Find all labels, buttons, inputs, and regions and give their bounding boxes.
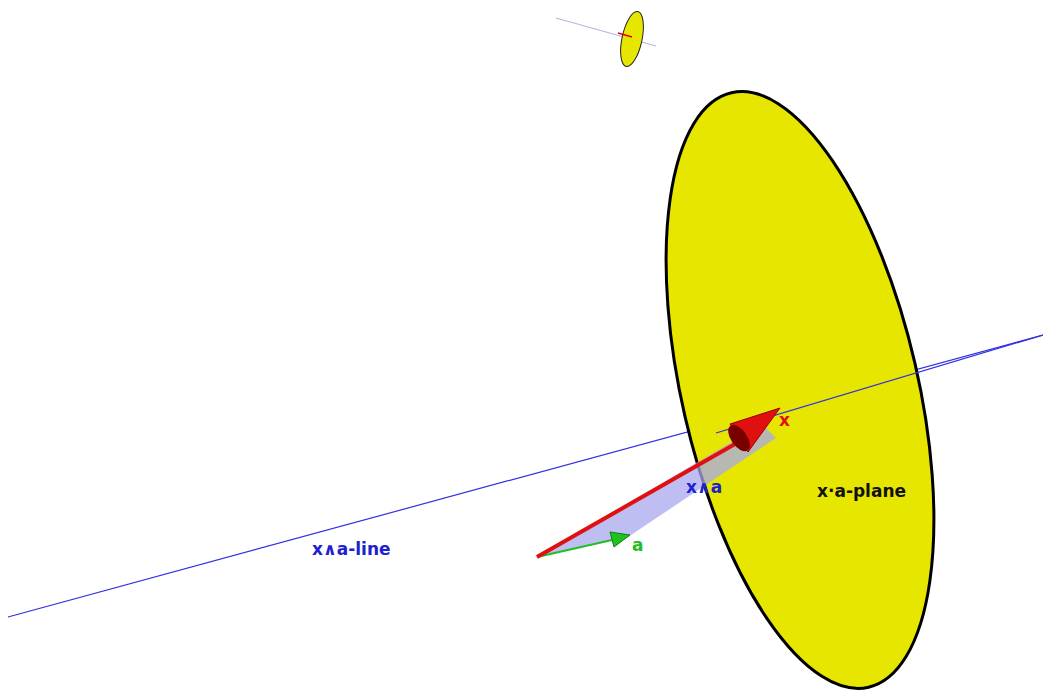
inset-vector — [618, 33, 632, 37]
vector-x-label: x — [779, 411, 790, 430]
plane-label: x·a-plane — [817, 482, 906, 501]
inset-plane — [616, 10, 647, 69]
vector-a-label: a — [632, 536, 643, 555]
vector-x-head-base — [724, 421, 754, 455]
line-label: x∧a-line — [312, 540, 391, 559]
plane-disc — [616, 66, 983, 691]
bivector-label: x∧a — [686, 478, 722, 497]
vector-x — [537, 440, 742, 557]
vector-a-head — [610, 532, 630, 547]
inset-view — [556, 10, 656, 69]
